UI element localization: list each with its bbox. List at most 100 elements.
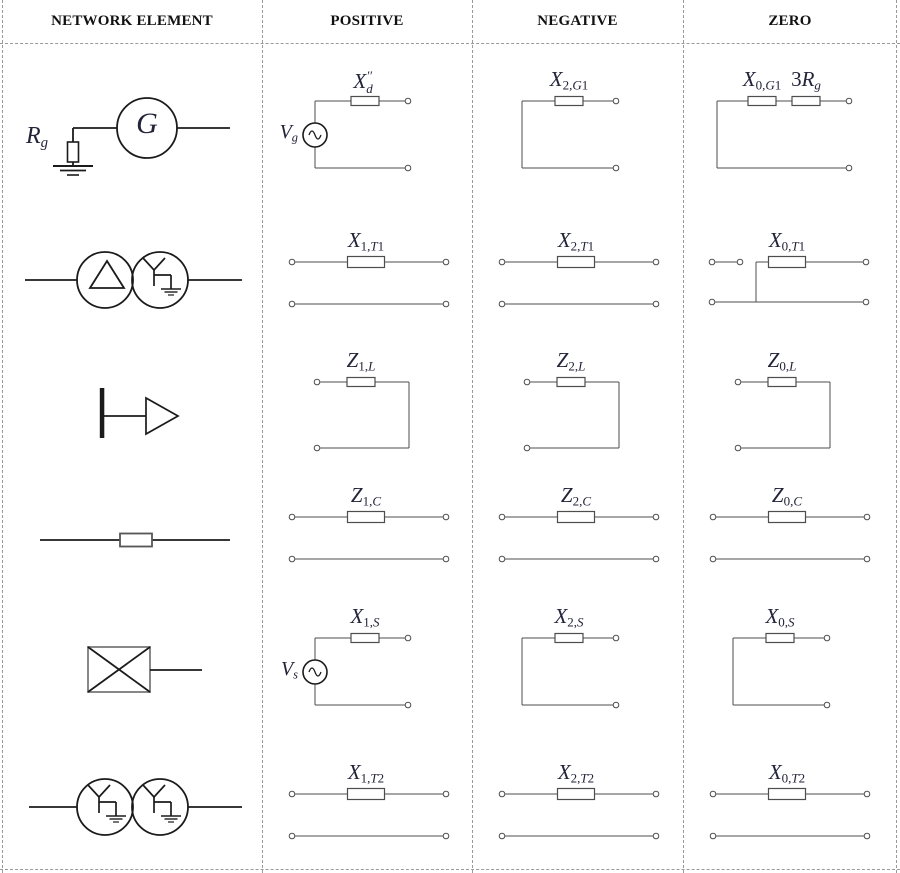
math-label: X2,S: [554, 604, 584, 630]
impedance-label: Z0,L: [722, 348, 842, 375]
winding-circle: [76, 778, 134, 836]
terminal: [708, 258, 716, 266]
terminal: [862, 258, 870, 266]
math-label: X0,S: [765, 604, 795, 630]
circuit-diagram: [498, 510, 660, 563]
terminal: [652, 790, 660, 798]
terminal: [288, 300, 296, 308]
circuit-diagram: [313, 376, 410, 452]
math-label: X1,T2: [347, 760, 385, 786]
column-header-positive: POSITIVE: [330, 13, 404, 29]
terminal: [845, 164, 853, 172]
math-label: Vg: [279, 121, 298, 145]
impedance-box: [346, 787, 386, 801]
circuit-diagram: [716, 95, 853, 172]
math-label: X′′d: [353, 68, 373, 97]
impedance-label: X2,T2: [516, 760, 636, 787]
impedance-box: [350, 95, 380, 107]
math-label: X0,G1: [742, 67, 782, 93]
source-voltage-label: Vs: [262, 658, 298, 682]
terminal: [652, 513, 660, 521]
impedance-label: Z2,C: [516, 483, 636, 510]
terminal: [523, 444, 531, 452]
column-divider: [262, 0, 263, 873]
impedance-box: [556, 787, 596, 801]
math-label: Z1,L: [346, 348, 376, 374]
table-border-right: [896, 0, 897, 873]
column-divider: [472, 0, 473, 873]
impedance-box: [767, 376, 797, 388]
negative-sequence-generator: X2,G1: [472, 43, 683, 210]
impedance-label: X′′d: [305, 68, 425, 97]
circuit-diagram: [732, 632, 831, 709]
positive-sequence-generator: Vg X′′d: [262, 43, 472, 210]
impedance-box: [747, 95, 777, 107]
math-label: Z2,L: [556, 348, 586, 374]
terminal: [404, 701, 412, 709]
math-label: X0,T1: [768, 228, 806, 254]
load-feeder-symbol: [99, 388, 180, 438]
zero-sequence-cable: Z0,C: [683, 465, 897, 585]
terminal: [612, 701, 620, 709]
terminal: [442, 300, 450, 308]
terminal: [863, 555, 871, 563]
terminal: [652, 258, 660, 266]
circuit-diagram: [708, 255, 870, 306]
impedance-label: X0,T1: [727, 228, 847, 255]
wire: [87, 646, 151, 693]
terminal: [863, 790, 871, 798]
impedance-box: [767, 255, 807, 269]
impedance-label: X0,S: [720, 604, 840, 631]
negative-sequence-transformer-t2: X2,T2: [472, 735, 683, 873]
impedance-label: X1,T2: [306, 760, 426, 787]
terminal: [288, 832, 296, 840]
wire: [153, 784, 166, 798]
bus-bar: [99, 388, 105, 438]
wire: [142, 784, 155, 798]
terminal: [442, 513, 450, 521]
positive-sequence-transformer-t2: X1,T2: [262, 735, 472, 873]
terminal: [734, 378, 742, 386]
terminal: [708, 298, 716, 306]
delta-winding-icon: [88, 259, 126, 289]
circuit-diagram: [709, 510, 871, 563]
impedance-label: X2,T1: [516, 228, 636, 255]
network-element-load: [2, 330, 262, 465]
positive-sequence-cable: Z1,C: [262, 465, 472, 585]
terminal: [612, 634, 620, 642]
terminal: [404, 634, 412, 642]
impedance-label: Z0,C: [727, 483, 847, 510]
zero-sequence-external-grid: X0,S: [683, 585, 897, 735]
terminal: [498, 555, 506, 563]
circuit-diagram: [521, 632, 620, 709]
transformer-delta-wye-symbol: [25, 251, 242, 309]
impedance-box: [346, 376, 376, 388]
math-label: Z0,L: [767, 348, 797, 374]
column-divider: [683, 0, 684, 873]
terminal: [498, 832, 506, 840]
network-element-external-grid: [2, 585, 262, 735]
impedance-box: [556, 376, 586, 388]
impedance-box: [765, 632, 795, 644]
math-label: Vs: [280, 658, 298, 682]
circuit-diagram: [709, 787, 871, 840]
zero-sequence-load: Z0,L: [683, 330, 897, 465]
math-label: Z1,C: [350, 483, 382, 509]
impedance-label: X2,S: [509, 604, 629, 631]
terminal: [498, 300, 506, 308]
winding-circle: [76, 251, 134, 309]
math-label: G: [136, 107, 158, 140]
impedance-label: Z1,C: [306, 483, 426, 510]
load-arrow-icon: [145, 396, 180, 436]
terminal: [498, 258, 506, 266]
terminal: [498, 790, 506, 798]
terminal: [862, 298, 870, 306]
math-label: X2,T1: [557, 228, 595, 254]
wire: [98, 784, 111, 798]
math-label: 3Rg: [791, 67, 821, 93]
generator-letter: G: [117, 107, 177, 141]
terminal: [404, 164, 412, 172]
math-label: X2,T2: [557, 760, 595, 786]
terminal: [652, 832, 660, 840]
